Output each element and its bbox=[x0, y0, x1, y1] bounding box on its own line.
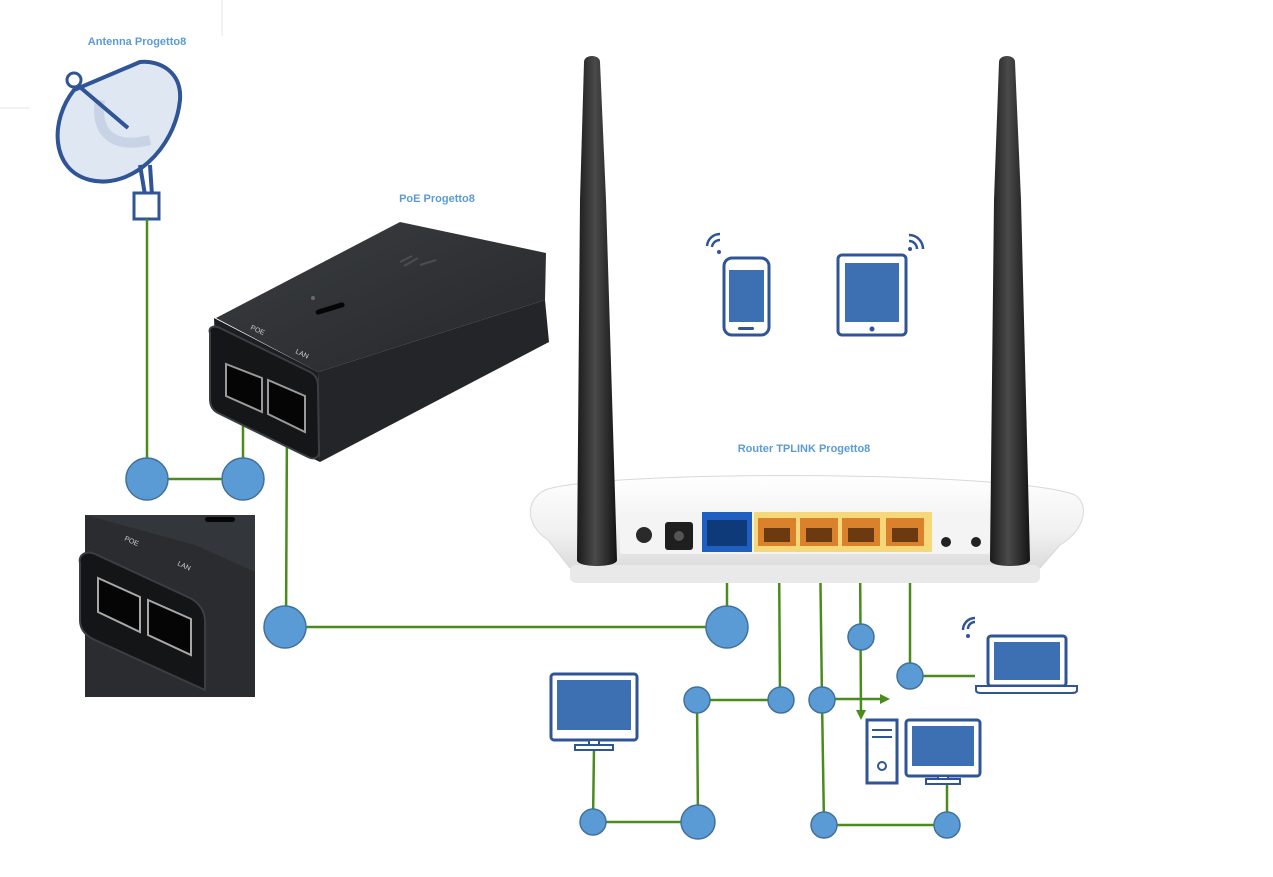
tablet-icon bbox=[836, 253, 908, 337]
node-lan1-split bbox=[683, 686, 711, 714]
tower-pc-icon bbox=[865, 718, 899, 785]
node-poe bbox=[221, 457, 265, 501]
laptop-icon bbox=[975, 634, 1078, 694]
satellite-dish-icon bbox=[55, 59, 183, 221]
node-desktop-right bbox=[933, 811, 961, 839]
node-desktop-left bbox=[579, 808, 607, 836]
node-lan2 bbox=[808, 686, 836, 714]
node-lan-out bbox=[263, 605, 307, 649]
wifi-icon bbox=[908, 233, 925, 251]
desktop-icon bbox=[549, 672, 639, 751]
connection-nodes bbox=[125, 457, 961, 840]
node-lan4 bbox=[896, 662, 924, 690]
node-lan3 bbox=[847, 623, 875, 651]
antenna-label: Antenna Progetto8 bbox=[88, 36, 186, 48]
poe-zoom-inset: POE LAN bbox=[78, 515, 255, 697]
desktop-icon bbox=[904, 718, 982, 785]
smartphone-icon bbox=[722, 256, 771, 337]
node-router-wan bbox=[705, 605, 749, 649]
router-antenna-right bbox=[990, 56, 1030, 566]
router-antenna-left bbox=[577, 56, 617, 566]
poe-injector: POE LAN bbox=[208, 222, 549, 462]
poe-label: PoE Progetto8 bbox=[399, 193, 475, 205]
node-lan1 bbox=[767, 686, 795, 714]
router-label: Router TPLINK Progetto8 bbox=[738, 443, 871, 455]
wifi-icon bbox=[961, 616, 976, 638]
wifi-icon bbox=[705, 232, 721, 254]
node-desktop-left-join bbox=[680, 804, 716, 840]
router bbox=[529, 475, 1084, 583]
node-antenna bbox=[125, 457, 169, 501]
node-lan2-bottom bbox=[810, 811, 838, 839]
